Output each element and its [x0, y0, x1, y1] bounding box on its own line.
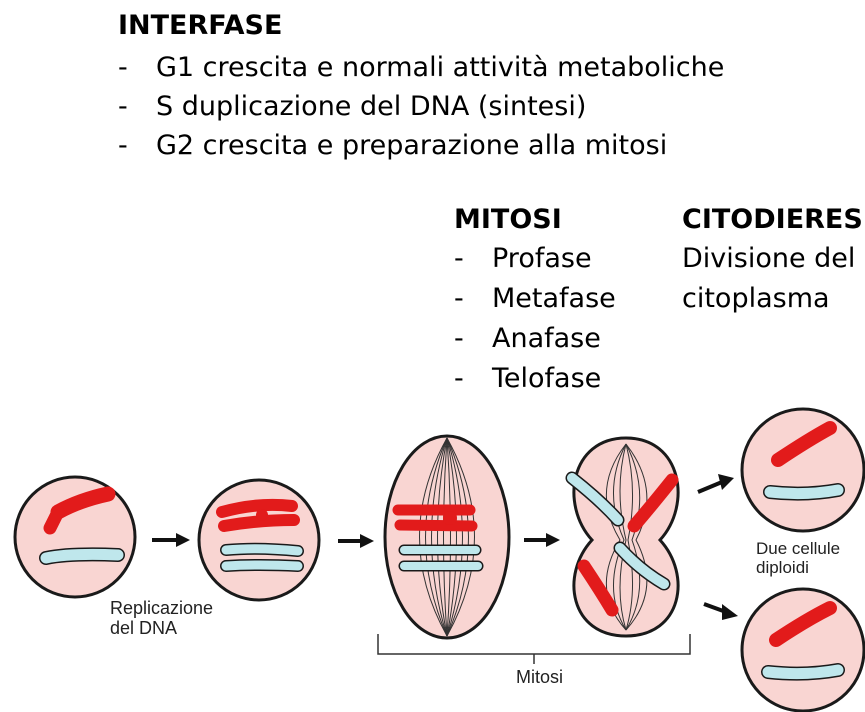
cell-replicated: [197, 478, 321, 602]
arrow-down-right-icon: [703, 602, 738, 620]
spindle-fibers: [419, 437, 475, 637]
interfase-dash-1: -: [118, 52, 128, 83]
interfase-item-s: S duplicazione del DNA (sintesi): [156, 91, 587, 122]
arrow-right-icon: [524, 533, 560, 547]
interfase-item-g1: G1 crescita e normali attività metabolic…: [156, 52, 725, 83]
label-replicazione-line1: Replicazione: [110, 598, 214, 618]
spindle-fibers: [605, 443, 648, 631]
mitosi-item-metafase: Metafase: [492, 283, 616, 314]
mitosi-item-telofase: Telofase: [492, 363, 602, 394]
interfase-dash-3: -: [118, 130, 128, 161]
interfase-dash-2: -: [118, 91, 128, 122]
label-due-cellule: Due cellule diploidi: [756, 539, 841, 577]
mitosi-item-anafase: Anafase: [492, 323, 601, 354]
citodieresi-title: CITODIERESI: [682, 204, 865, 235]
mitosi-item-profase: Profase: [492, 243, 592, 274]
interfase-item-g2: G2 crescita e preparazione alla mitosi: [156, 130, 668, 161]
arrow-up-right-icon: [697, 474, 734, 494]
mitosi-dash-1: -: [454, 243, 464, 274]
mitosi-title: MITOSI: [454, 204, 562, 235]
mitosi-dash-4: -: [454, 363, 464, 394]
label-due-cellule-line1: Due cellule: [756, 539, 841, 558]
mitosi-dash-2: -: [454, 283, 464, 314]
label-replicazione-line2: del DNA: [110, 617, 178, 638]
mitosi-bracket: [377, 634, 691, 664]
arrow-right-icon: [152, 533, 190, 547]
citodieresi-line-1: Divisione del: [682, 243, 856, 274]
label-replicazione: Replicazione del DNA: [110, 598, 214, 639]
interfase-title: INTERFASE: [118, 10, 283, 41]
mitosi-dash-3: -: [454, 323, 464, 354]
label-mitosi: Mitosi: [516, 667, 564, 687]
cell-metaphase: [383, 434, 511, 640]
cell-anaphase: [565, 436, 680, 638]
label-due-cellule-line2: diploidi: [756, 557, 809, 577]
daughter-cell-top: [740, 407, 865, 533]
arrow-right-icon: [338, 534, 374, 548]
cell-interphase: [13, 475, 137, 599]
citodieresi-line-2: citoplasma: [682, 283, 830, 314]
daughter-cell-bottom: [740, 587, 865, 712]
